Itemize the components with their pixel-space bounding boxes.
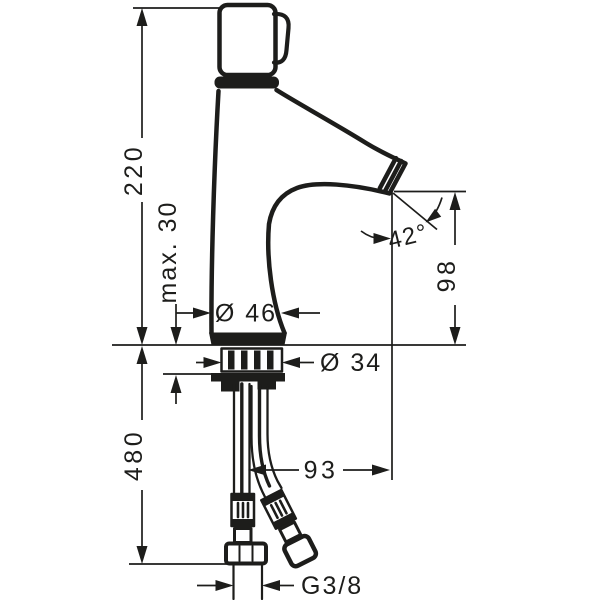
faucet-outline: [209, 2, 408, 600]
handle-ring: [214, 76, 279, 89]
spout-reach-label: 93: [304, 457, 339, 485]
arrow-right: [373, 233, 391, 244]
dimension-mounting-thickness: max. 30: [154, 201, 222, 404]
hex-nut: [224, 541, 268, 566]
angle-reference-line: [392, 192, 438, 231]
mounting-thickness-label: max. 30: [154, 201, 182, 304]
shank-diameter-label: Ø 34: [320, 349, 382, 377]
hose-length-label: 480: [120, 429, 148, 481]
mounting-nut: [211, 373, 285, 392]
arrow-up: [136, 8, 148, 26]
threaded-shank: [220, 347, 284, 373]
body-spout-edge: [265, 87, 408, 336]
handle-grip-tab: [271, 11, 291, 65]
arrow-down: [449, 327, 461, 345]
dimension-hose-length: 480: [120, 346, 228, 565]
dimension-outlet-height: 98: [394, 190, 466, 345]
handle-knob: [217, 2, 278, 78]
arrow-left: [281, 307, 299, 319]
dimension-connection-thread: G3/8: [197, 572, 363, 600]
dimension-shank-diameter: Ø 34: [196, 349, 382, 377]
arrow-up: [136, 346, 148, 364]
dimension-spout-angle: 42°: [360, 192, 443, 480]
shank-thread-stripes: [228, 350, 274, 370]
base-plate: [209, 332, 287, 345]
arrow-up: [449, 192, 461, 210]
supply-hose-straight: [224, 382, 268, 600]
arrow-left: [262, 580, 280, 591]
arrow-down: [136, 546, 148, 564]
arrow-left: [248, 464, 266, 476]
body-diameter-label: Ø 46: [215, 300, 277, 328]
arrow-right: [215, 580, 234, 591]
dimension-overall-height: 220: [120, 7, 221, 345]
body-left-edge: [209, 88, 221, 336]
arrow-up: [170, 375, 182, 393]
arrow-right: [203, 357, 222, 368]
arrow-down: [136, 327, 148, 345]
overall-height-label: 220: [120, 144, 148, 196]
arrow-curved: [425, 208, 442, 223]
dimension-body-diameter: Ø 46: [193, 300, 320, 328]
connection-thread-label: G3/8: [301, 572, 363, 600]
outlet-height-label: 98: [433, 258, 461, 293]
supply-hose-angled: [250, 384, 319, 569]
arrow-down: [170, 327, 182, 345]
aerator-stripes: [377, 155, 404, 194]
arrow-left: [282, 357, 300, 368]
angled-hose-end-fitting: [260, 488, 319, 569]
arrow-right: [193, 307, 211, 319]
dimension-spout-reach: 93: [248, 457, 390, 485]
arrow-right: [372, 464, 390, 476]
